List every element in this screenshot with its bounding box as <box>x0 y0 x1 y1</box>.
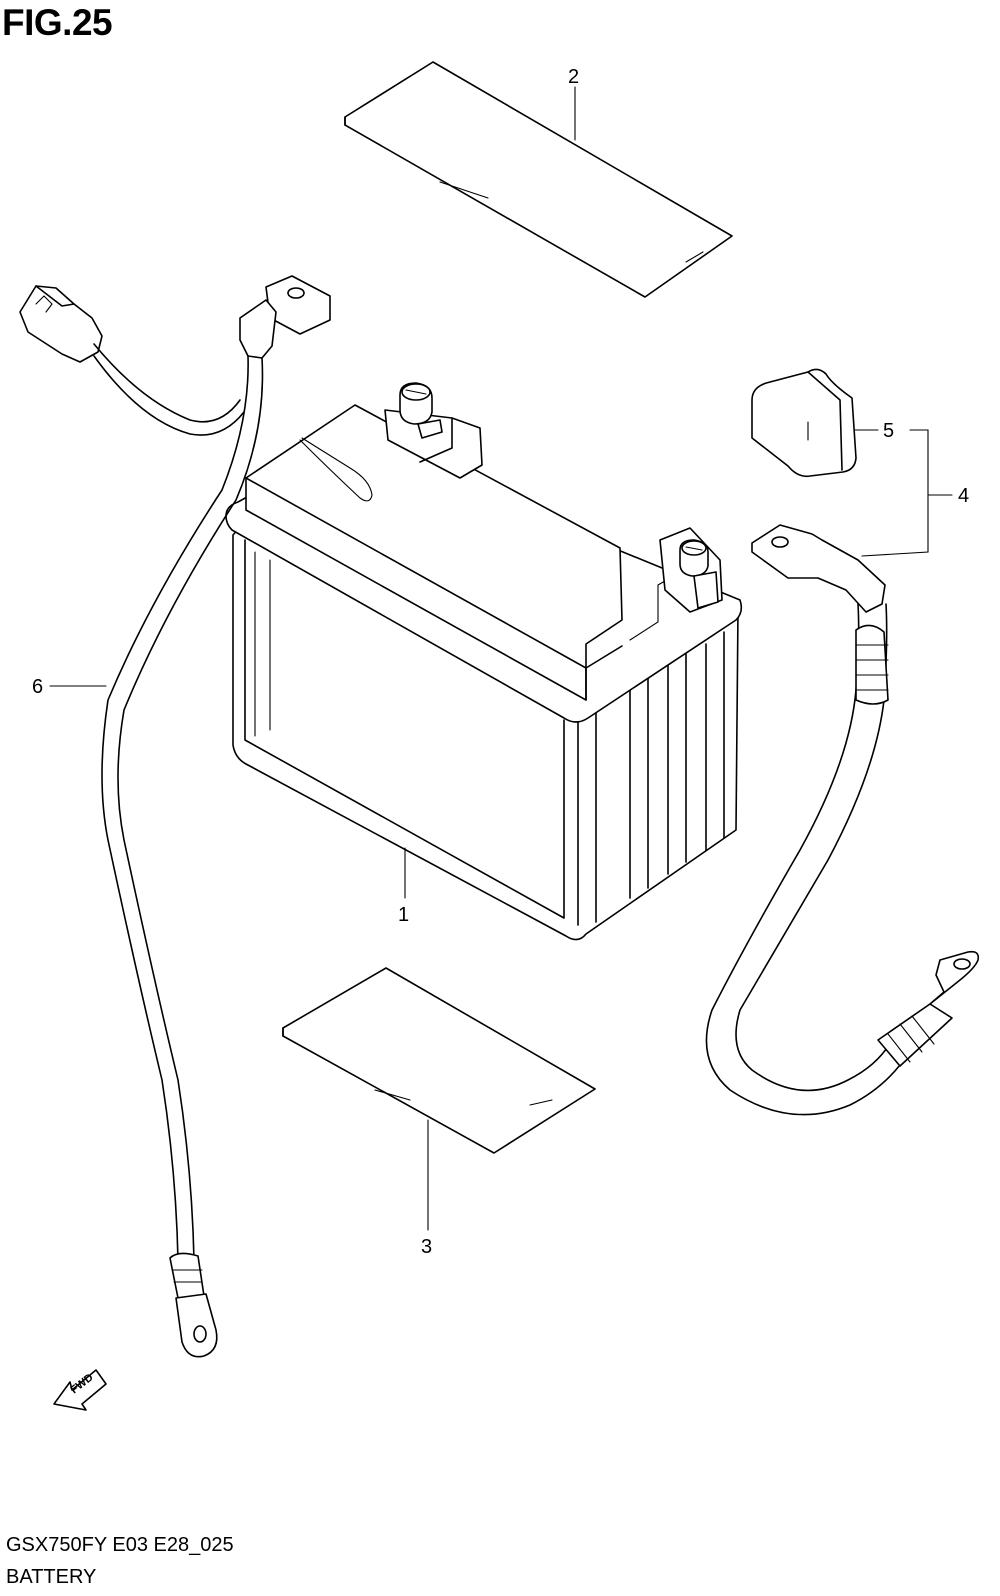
callout-6: 6 <box>32 676 43 698</box>
fwd-arrow-icon: FWD <box>53 1369 107 1411</box>
part-4-cable <box>705 524 980 1116</box>
part-2-top-pad <box>344 61 733 298</box>
callout-5: 5 <box>883 420 894 442</box>
callout-2: 2 <box>568 66 579 88</box>
callout-4: 4 <box>958 485 969 507</box>
callout-3: 3 <box>421 1236 432 1258</box>
figure-title: FIG.25 <box>2 2 113 43</box>
part-6-cable <box>19 275 331 1358</box>
part-5-terminal-cap <box>751 368 857 478</box>
callout-1: 1 <box>398 904 409 926</box>
part-1-battery <box>225 382 743 941</box>
figure-subtitle: BATTERY <box>6 1566 97 1588</box>
callout-leaders <box>49 86 953 1231</box>
part-3-bottom-pad <box>282 967 596 1154</box>
figure-code: GSX750FY E03 E28_025 <box>6 1534 234 1556</box>
